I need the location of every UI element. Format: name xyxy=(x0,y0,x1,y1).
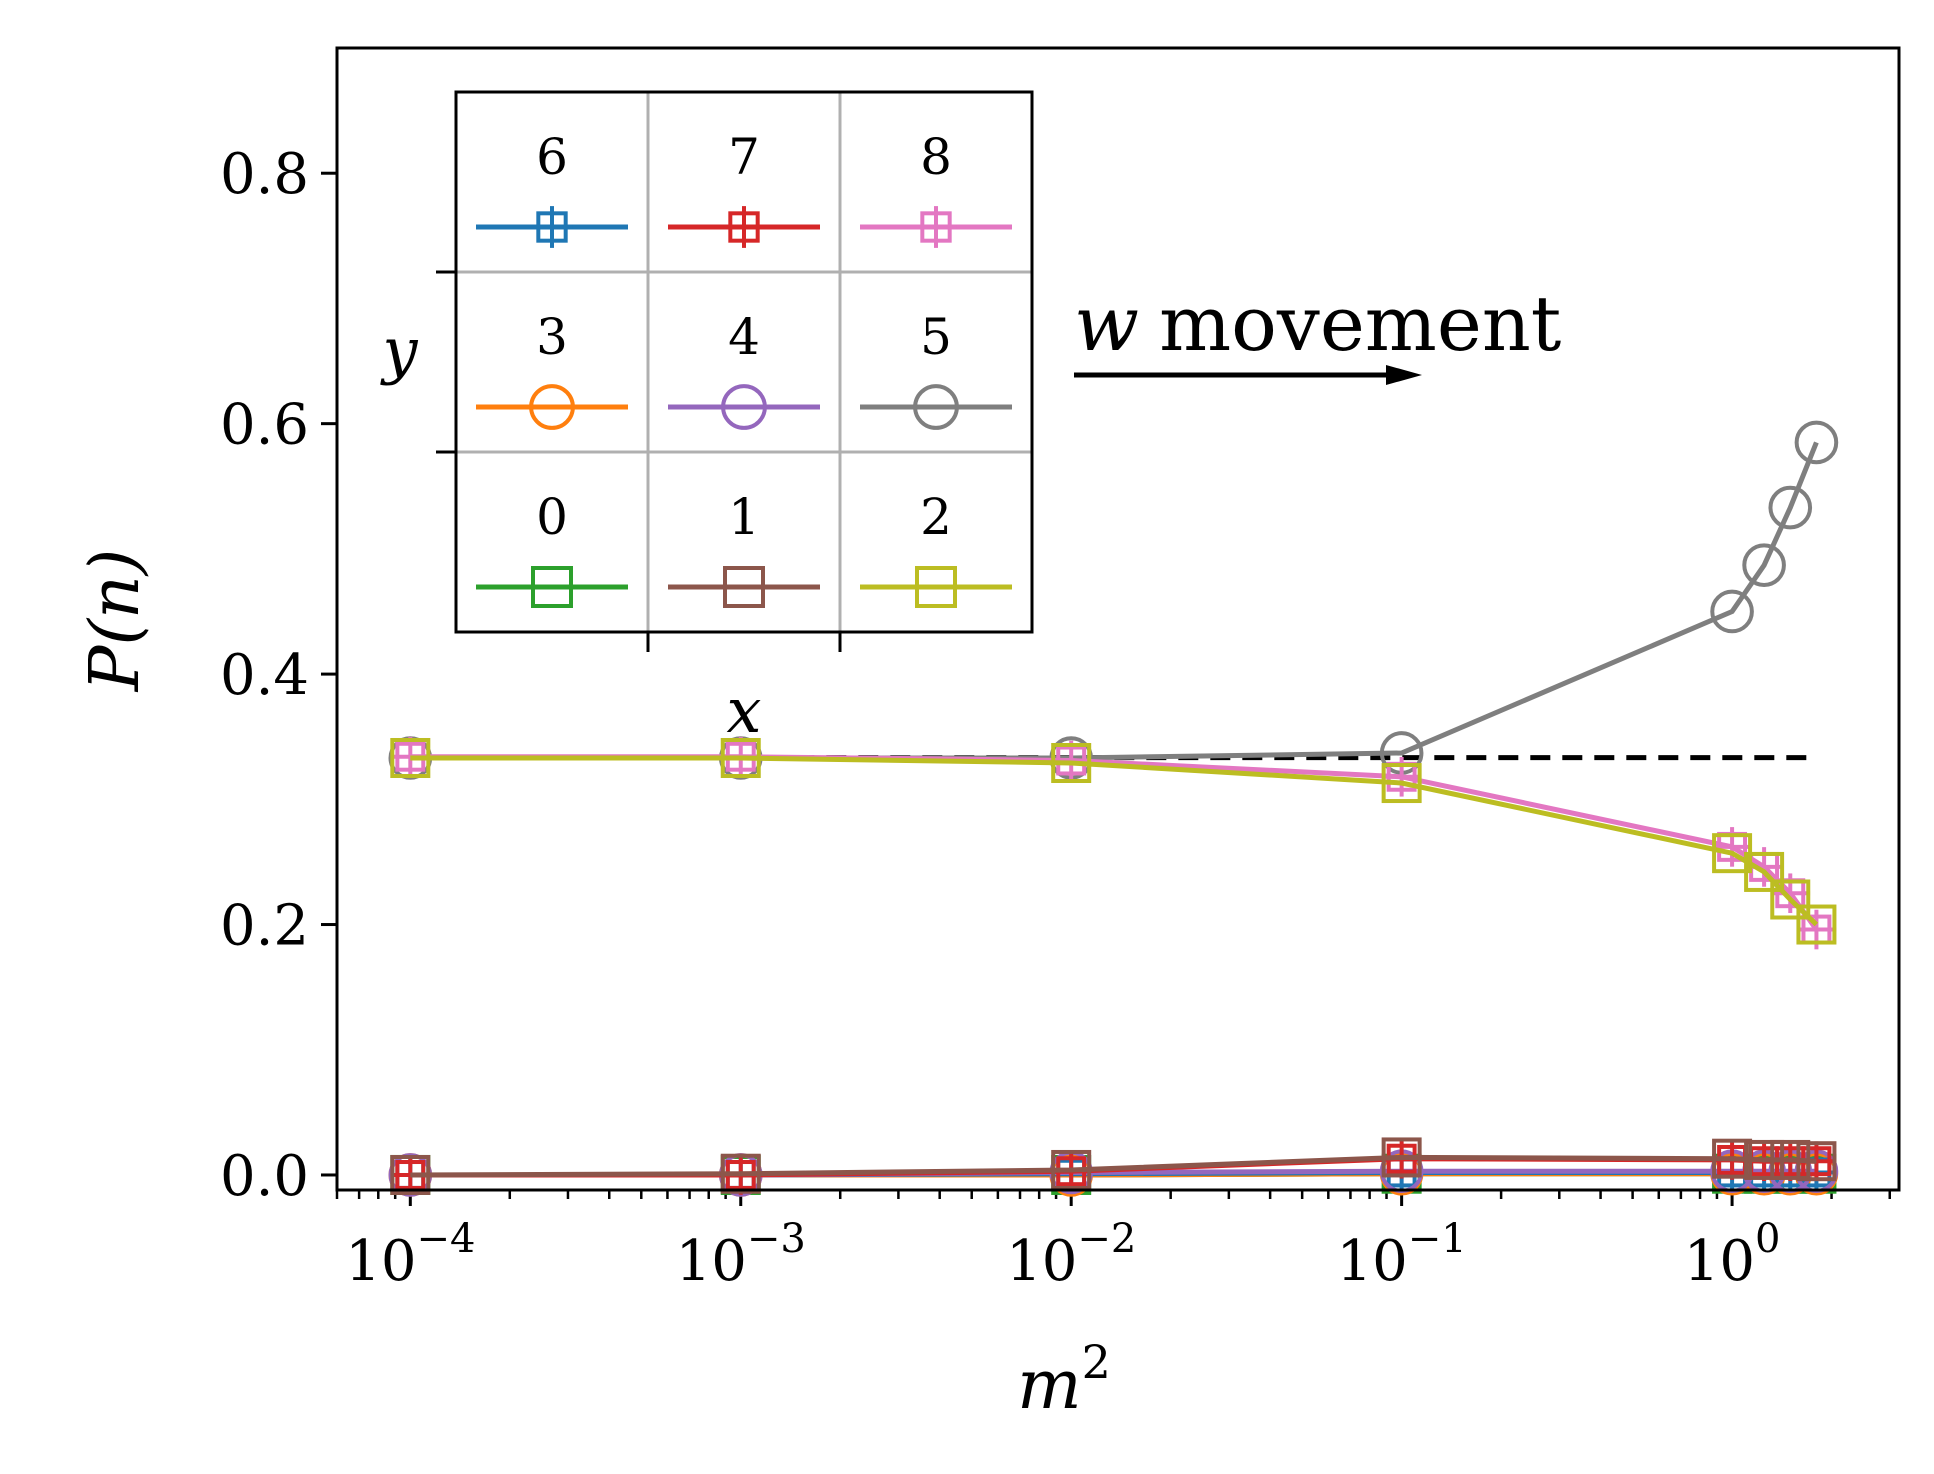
y-axis-label: P(n) xyxy=(76,549,155,694)
inset-cell-5: 5 xyxy=(860,308,1012,430)
inset-cell-label: 7 xyxy=(728,128,760,186)
data-point xyxy=(915,566,957,608)
data-point xyxy=(1796,904,1837,945)
inset-cell-7: 7 xyxy=(668,128,820,248)
data-point xyxy=(1712,1138,1753,1179)
x-tick-label: 10−3 xyxy=(676,1216,806,1294)
data-point xyxy=(1796,1141,1837,1182)
inset-cell-label: 5 xyxy=(920,308,952,366)
x-tick-label: 10−2 xyxy=(1006,1216,1136,1294)
data-point xyxy=(720,1153,761,1194)
series-2 xyxy=(390,737,1837,945)
data-point xyxy=(723,206,765,248)
inset-cell-label: 0 xyxy=(536,488,568,546)
annotation-arrowhead xyxy=(1386,365,1422,385)
series-group xyxy=(388,420,1839,1197)
data-point xyxy=(1051,1149,1092,1190)
data-point xyxy=(1794,420,1839,465)
data-point xyxy=(1381,1137,1422,1178)
x-tick-label: 10−4 xyxy=(345,1216,475,1294)
data-point xyxy=(1768,485,1813,530)
data-point xyxy=(720,737,761,778)
data-point xyxy=(723,566,765,608)
y-tick-label: 0.6 xyxy=(220,393,309,458)
inset-cell-3: 3 xyxy=(476,308,628,430)
inset-cell-label: 6 xyxy=(536,128,568,186)
inset-cell-label: 8 xyxy=(920,128,952,186)
data-point xyxy=(1710,589,1754,634)
inset-cell-2: 2 xyxy=(860,488,1012,608)
y-tick-label: 0.4 xyxy=(220,643,309,708)
inset-cell-label: 2 xyxy=(920,488,952,546)
x-axis-ticks: 10−4 10−3 10−2 10−1 100 xyxy=(345,1190,1780,1294)
inset-cell-4: 4 xyxy=(668,308,820,430)
data-point xyxy=(1770,879,1811,920)
inset-grid-diagram: 6 7 8 3 4 5 0 1 2 x y xyxy=(379,90,1034,747)
series-line xyxy=(410,755,1819,927)
x-tick-label: 10−1 xyxy=(1337,1216,1467,1294)
data-point xyxy=(721,384,767,430)
data-point xyxy=(913,384,959,430)
inset-frame xyxy=(454,90,1034,634)
data-point xyxy=(1051,743,1092,784)
x-tick-label: 100 xyxy=(1684,1216,1781,1294)
series-1 xyxy=(390,1137,1837,1195)
inset-cell-8: 8 xyxy=(860,128,1012,248)
data-point xyxy=(915,206,957,248)
inset-cell-1: 1 xyxy=(668,488,820,608)
data-point xyxy=(390,1154,431,1195)
inset-cell-6: 6 xyxy=(476,128,628,248)
plot-frame xyxy=(335,46,1901,1192)
data-point xyxy=(390,737,431,778)
inset-cell-label: 4 xyxy=(728,308,760,366)
inset-cell-label: 1 xyxy=(728,488,760,546)
series-line xyxy=(410,1154,1817,1178)
inset-cell-0: 0 xyxy=(476,488,628,608)
data-point xyxy=(1381,763,1422,804)
data-point xyxy=(531,566,573,608)
data-point xyxy=(1744,1139,1785,1180)
data-point xyxy=(1770,1139,1811,1180)
data-point xyxy=(1744,851,1785,892)
x-axis-label: m2 xyxy=(1017,1335,1111,1425)
data-point xyxy=(531,206,573,248)
inset-x-label: x xyxy=(727,674,762,747)
data-point xyxy=(1381,756,1422,797)
inset-cell-label: 3 xyxy=(536,308,568,366)
y-axis-ticks: 0.0 0.2 0.4 0.6 0.8 xyxy=(220,142,337,1209)
data-point xyxy=(529,384,575,430)
data-point xyxy=(1742,543,1786,587)
inset-background xyxy=(456,92,1032,632)
y-tick-label: 0.2 xyxy=(220,894,309,959)
inset-y-label: y xyxy=(379,314,418,387)
y-tick-label: 0.8 xyxy=(220,142,309,207)
y-tick-label: 0.0 xyxy=(220,1144,309,1209)
